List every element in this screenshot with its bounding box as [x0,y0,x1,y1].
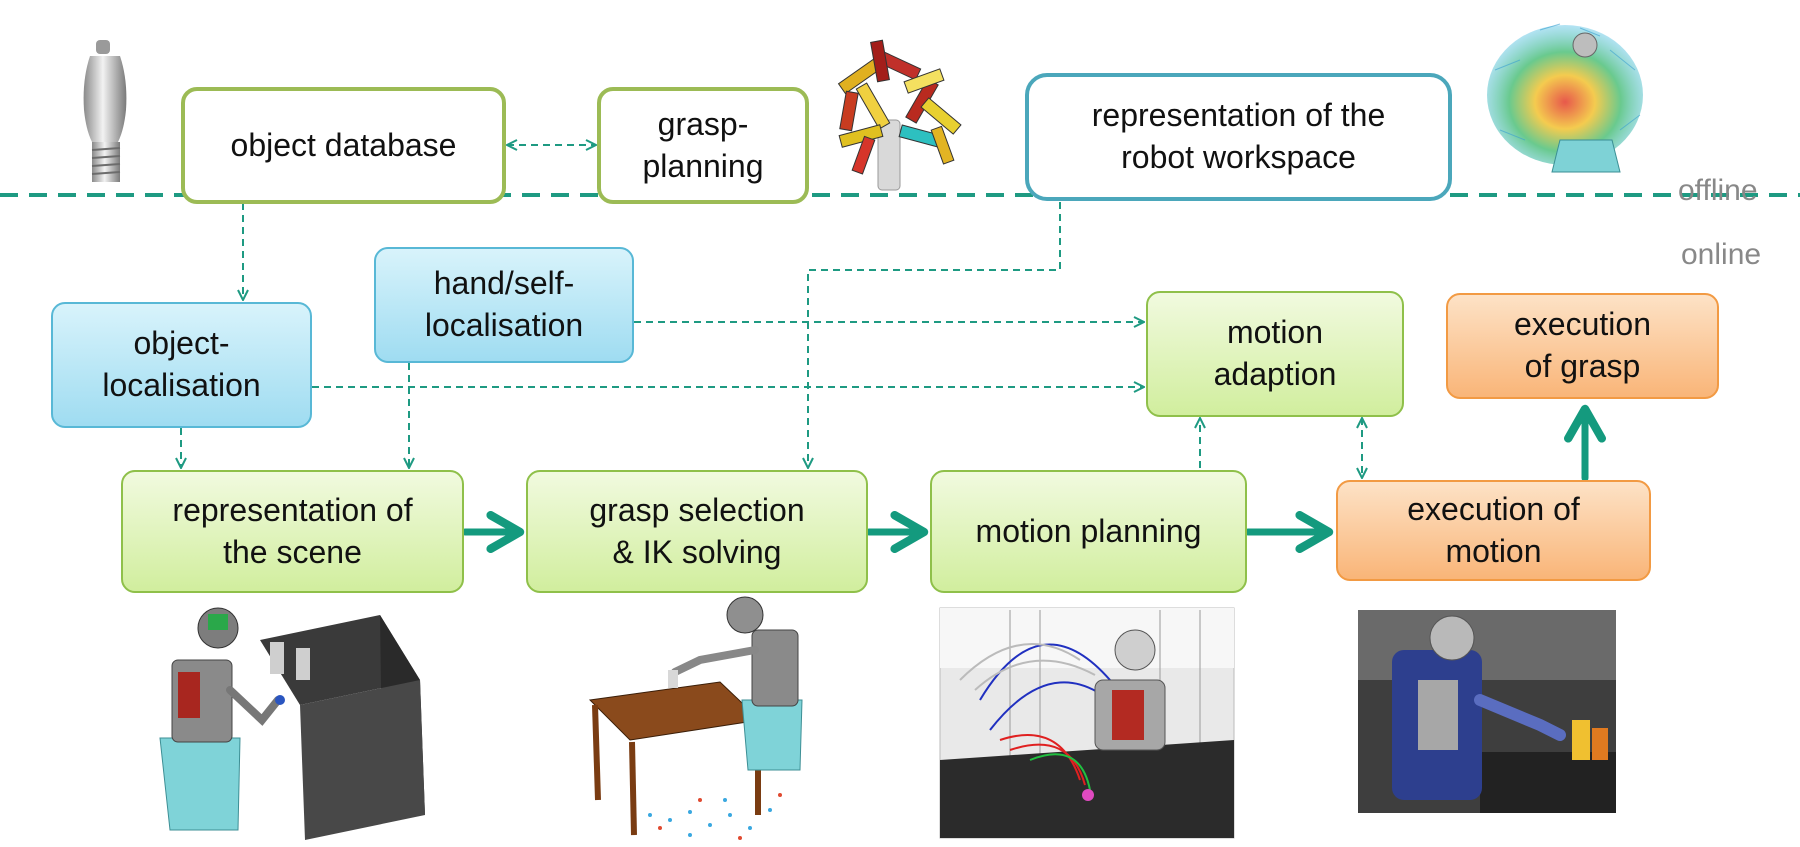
execution-of-motion-box: execution of motion [1336,480,1651,581]
robot-scene-render [159,607,425,840]
representation-of-scene-box: representation of the scene [121,470,464,593]
online-label: online [1681,238,1762,271]
hand-self-localisation-box: hand/self- localisation [374,247,634,363]
grasp-set-visualisation [837,39,962,191]
robot-execution-photo [1358,610,1616,813]
arrow-workspace-to-grasp-selection [808,202,1061,468]
object-localisation-box: object- localisation [51,302,312,428]
execution-of-grasp-box: execution of grasp [1446,293,1719,399]
offline-label: offline [1678,174,1758,207]
grasp-planning-box: grasp- planning [597,87,809,204]
robot-table-grasp-render [588,596,803,840]
object-database-box: object database [181,87,506,204]
motion-planning-box: motion planning [930,470,1247,593]
motion-adaption-box: motion adaption [1146,291,1404,417]
lightbulb-model [83,40,127,182]
grasp-selection-box: grasp selection & IK solving [526,470,868,593]
robot-workspace-box: representation of the robot workspace [1025,73,1452,201]
motion-planning-render [939,607,1235,839]
workspace-reachability-visualisation [1487,23,1643,173]
